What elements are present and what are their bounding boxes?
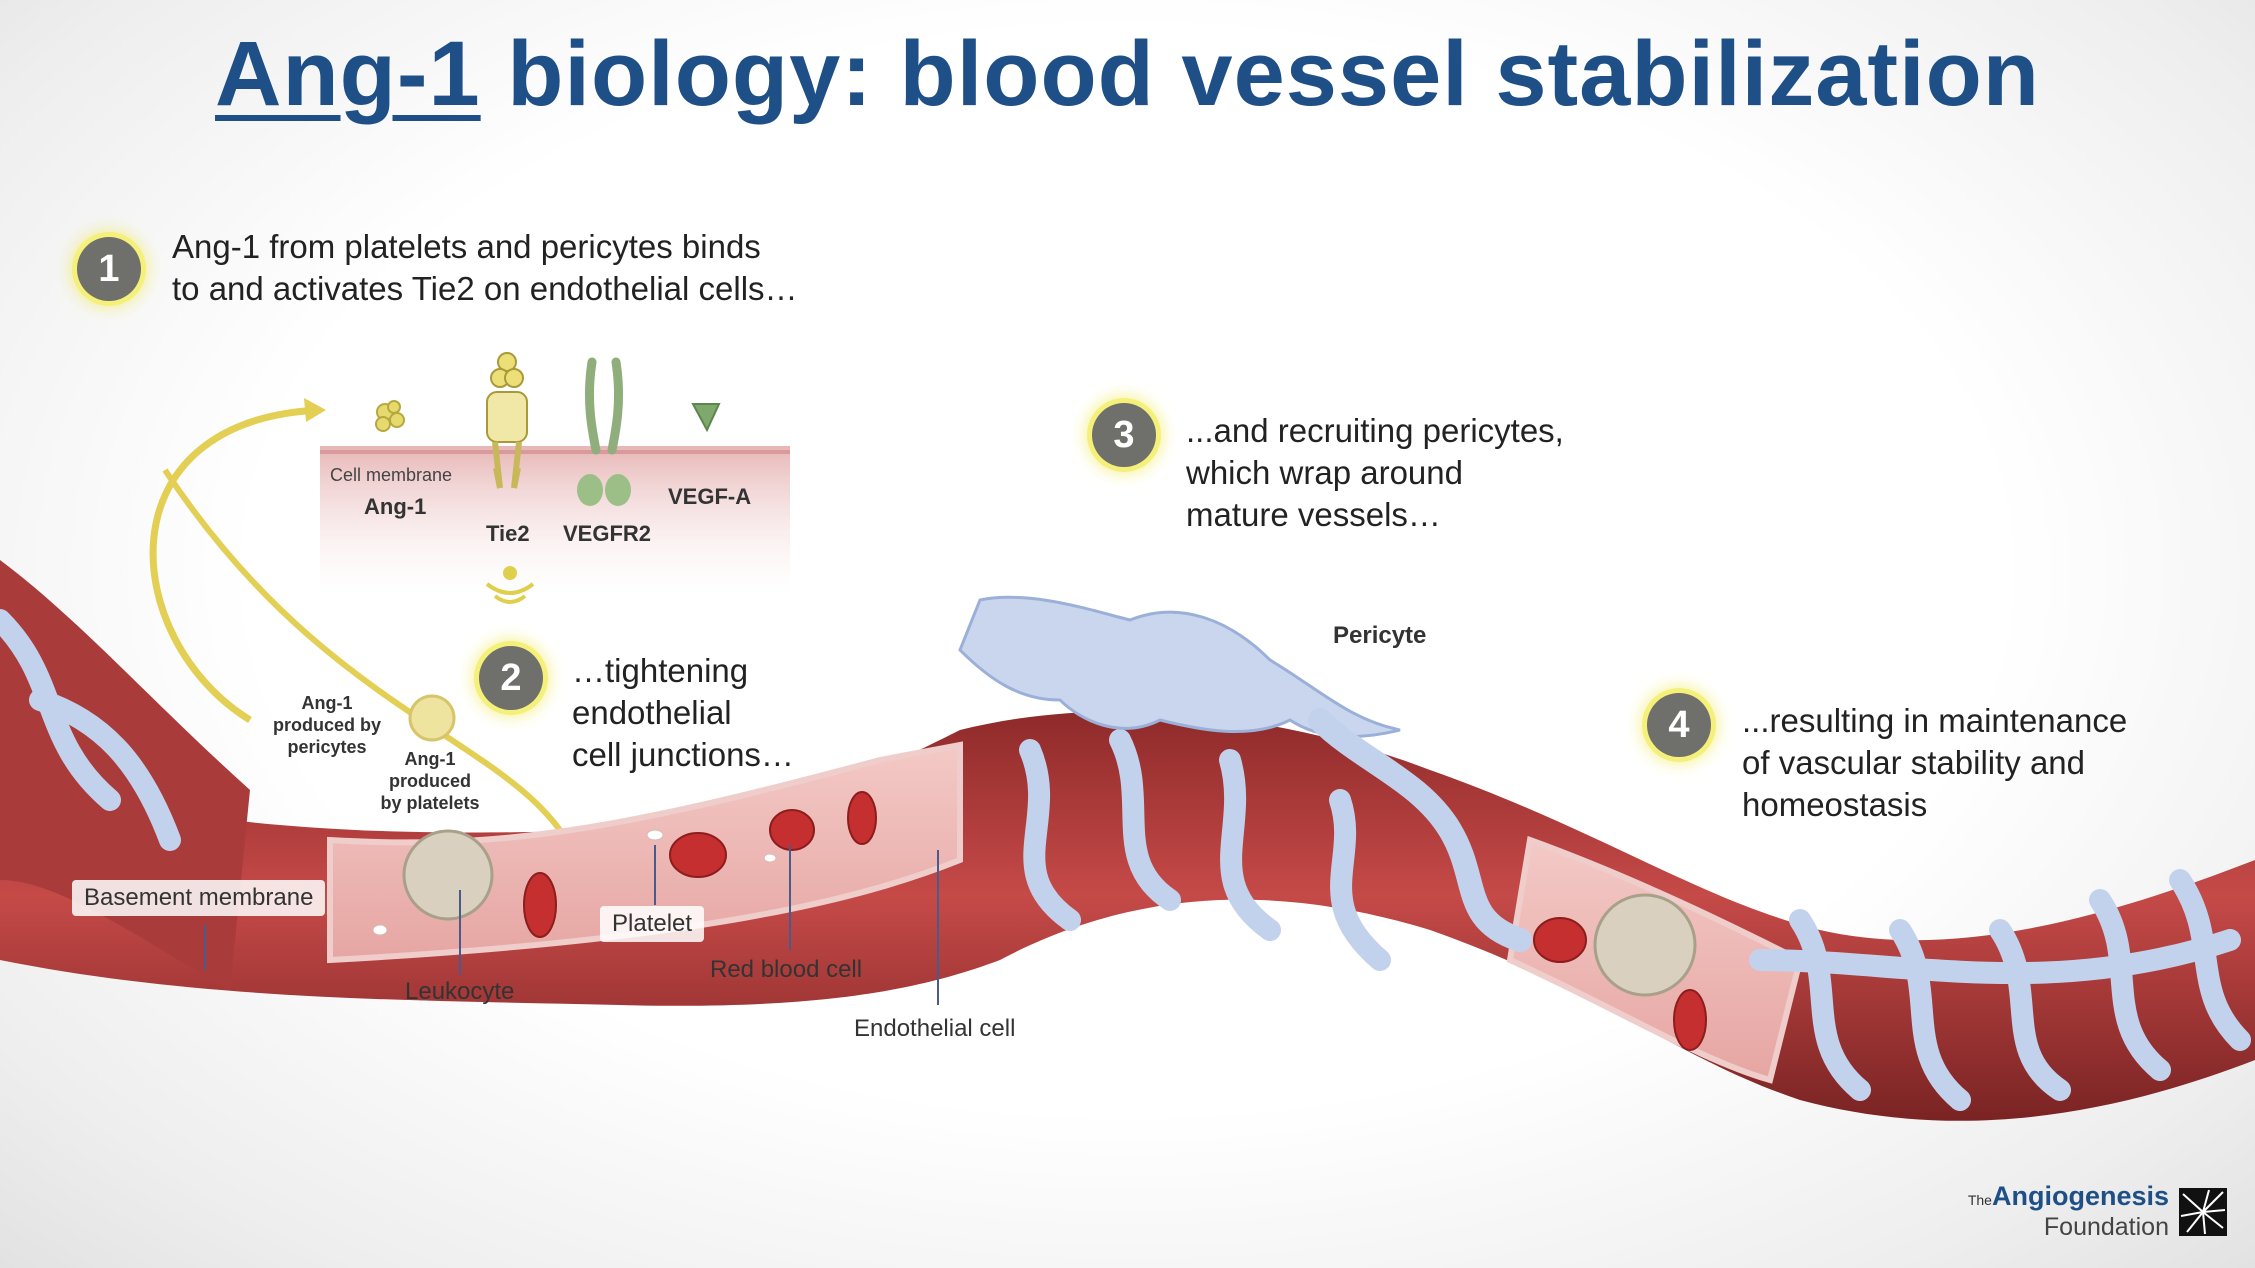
step-4-line-1: ...resulting in maintenance <box>1742 702 2128 739</box>
leukocytes <box>402 829 1697 997</box>
cell-membrane-band <box>320 446 790 596</box>
vegf-a-icon <box>691 403 721 433</box>
step-3-line-3: mature vessels… <box>1186 496 1441 533</box>
ang1-arrow-pericytes <box>149 406 321 723</box>
pericyte-label: Pericyte <box>1333 622 1427 649</box>
starburst-logo-icon <box>2179 1187 2227 1236</box>
step-3-badge: 3 <box>1092 403 1156 467</box>
step-2-line-1: …tightening <box>572 652 749 689</box>
step-2-badge: 2 <box>479 646 543 710</box>
tie2-receptor-icon <box>486 352 528 489</box>
red-blood-cells <box>523 791 1707 1051</box>
step-1-badge: 1 <box>77 237 141 301</box>
step-4-line-2: of vascular stability and <box>1742 744 2086 781</box>
pericyte-network <box>0 609 2251 1111</box>
vegf-a-label: VEGF-A <box>668 484 752 509</box>
step-4-line-3: homeostasis <box>1742 786 1928 823</box>
platelets <box>372 829 777 936</box>
step-2-line-3: cell junctions… <box>572 736 794 773</box>
tie2-label: Tie2 <box>486 521 530 546</box>
title-rest: biology: blood vessel stabilization <box>480 23 2040 125</box>
angiogenesis-foundation-logo: TheAngiogenesis Foundation <box>1968 1183 2227 1240</box>
ang1-molecule-icon <box>375 400 405 432</box>
vegfr2-receptor-icon <box>577 357 631 506</box>
step-1-line-1: Ang-1 from platelets and pericytes binds <box>172 228 761 265</box>
step-3-caption: ...and recruiting pericytes, which wrap … <box>1186 410 1564 536</box>
ang1-platelets-label: Ang-1 produced by platelets <box>380 749 480 813</box>
ang1-platelet-cluster <box>408 694 456 742</box>
cell-membrane-label: Cell membrane <box>330 465 453 485</box>
step-3-line-1: ...and recruiting pericytes, <box>1186 412 1564 449</box>
step-1-line-2: to and activates Tie2 on endothelial cel… <box>172 270 798 307</box>
step-2-line-2: endothelial <box>572 694 732 731</box>
slide-title: Ang-1 biology: blood vessel stabilizatio… <box>0 22 2255 127</box>
step-1-caption: Ang-1 from platelets and pericytes binds… <box>172 226 798 310</box>
logo-sub: Foundation <box>2043 1213 2169 1241</box>
logo-main: Angiogenesis <box>1991 1181 2169 1211</box>
leukocyte-label: Leukocyte <box>405 978 515 1005</box>
platelet-label: Platelet <box>600 906 705 942</box>
signal-icon <box>485 566 535 604</box>
step-3-line-2: which wrap around <box>1186 454 1463 491</box>
step-4-badge: 4 <box>1647 693 1711 757</box>
vegfr2-label: VEGFR2 <box>563 521 652 546</box>
step-2-caption: …tightening endothelial cell junctions… <box>572 650 794 776</box>
pericyte-cell <box>958 595 1401 738</box>
endothelial-cell-label: Endothelial cell <box>854 1015 1016 1042</box>
step-4-caption: ...resulting in maintenance of vascular … <box>1742 700 2127 826</box>
ang1-pericytes-label: Ang-1 produced by pericytes <box>272 693 381 757</box>
title-underlined: Ang-1 <box>215 23 481 125</box>
logo-the: The <box>1967 1192 1992 1208</box>
red-blood-cell-label: Red blood cell <box>710 956 863 983</box>
ang1-molecule-label: Ang-1 <box>364 494 427 519</box>
basement-membrane-label: Basement membrane <box>72 880 326 916</box>
